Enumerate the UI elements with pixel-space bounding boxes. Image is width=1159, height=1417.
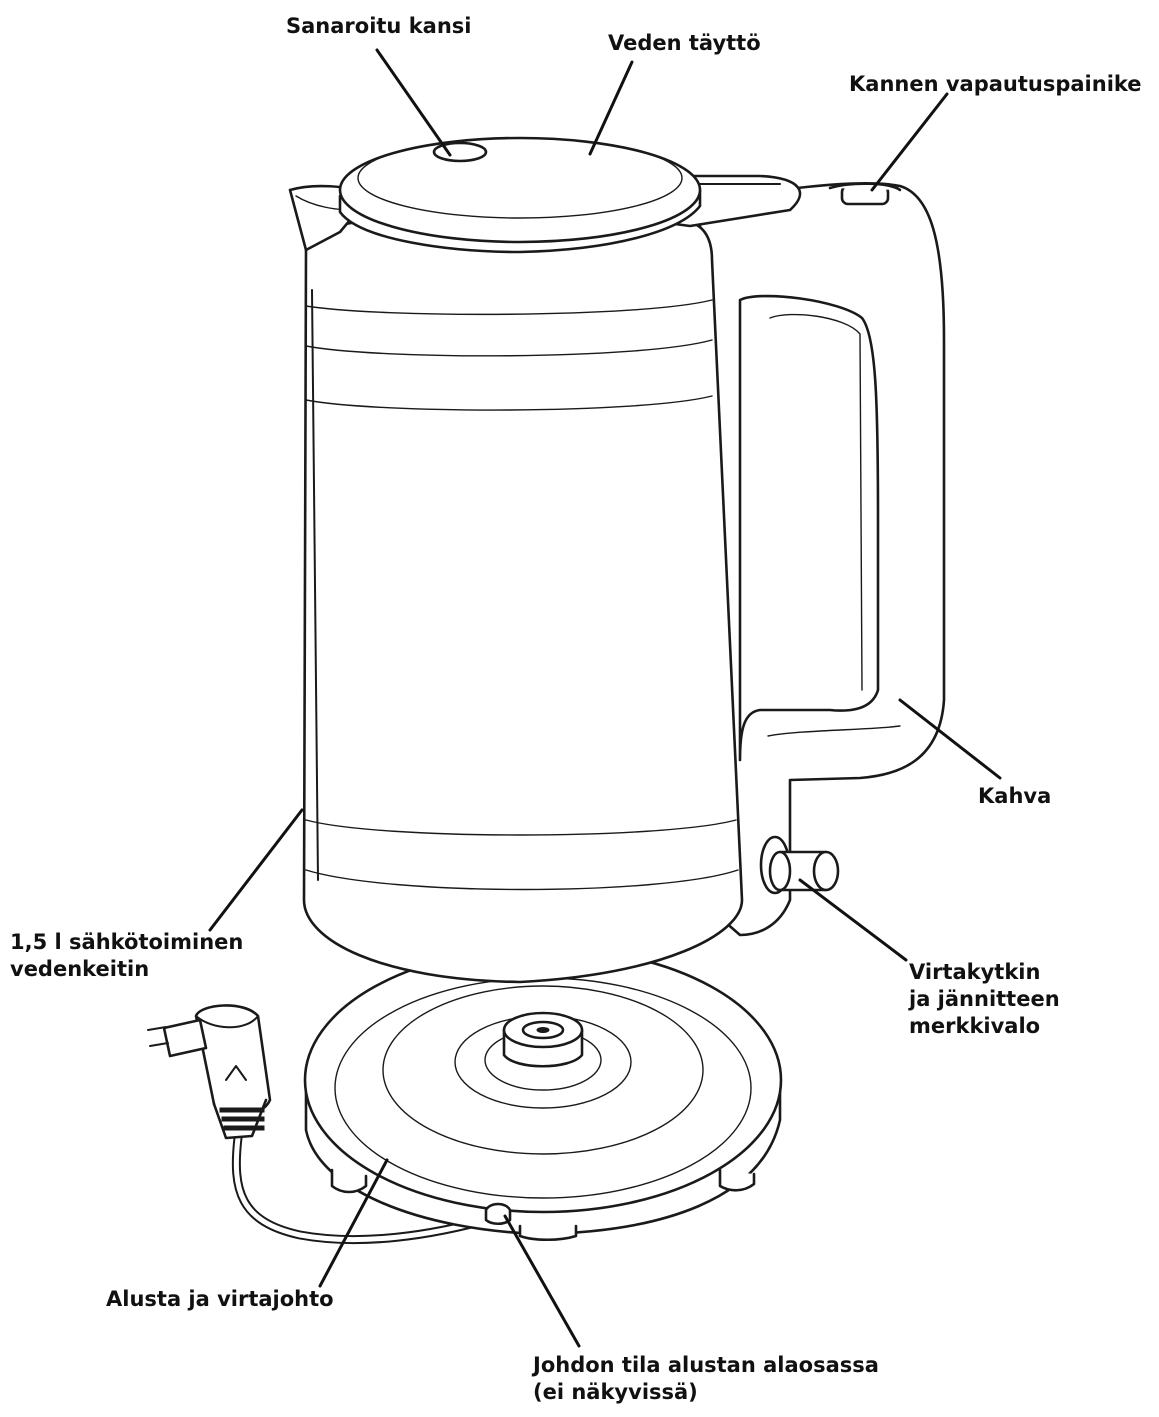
- label-base: Alusta ja virtajohto: [106, 1287, 334, 1311]
- kettle-body: [288, 184, 744, 984]
- power-plug: [147, 1004, 272, 1140]
- kettle-lid-shape: [338, 136, 902, 254]
- leader-fill: [588, 60, 634, 156]
- label-cord: Johdon tila alustan alaosassa(ei näkyvis…: [533, 1353, 879, 1404]
- leader-cord: [503, 1214, 581, 1348]
- label-release: Kannen vapautuspainike: [849, 72, 1142, 96]
- kettle-base: [303, 946, 783, 1242]
- label-lid: Sanaroitu kansi: [286, 14, 472, 38]
- leader-kettle: [208, 808, 304, 932]
- cord-exit: [484, 1202, 512, 1226]
- leader-release: [870, 92, 949, 192]
- leader-lid: [375, 48, 452, 157]
- label-fill: Veden täyttö: [608, 31, 761, 55]
- leader-switch: [798, 878, 908, 962]
- kettle-handle-shape: [698, 182, 946, 937]
- leader-handle: [898, 698, 1002, 780]
- power-switch-shape: [759, 835, 840, 895]
- leader-base: [318, 1158, 389, 1288]
- label-handle: Kahva: [978, 784, 1052, 808]
